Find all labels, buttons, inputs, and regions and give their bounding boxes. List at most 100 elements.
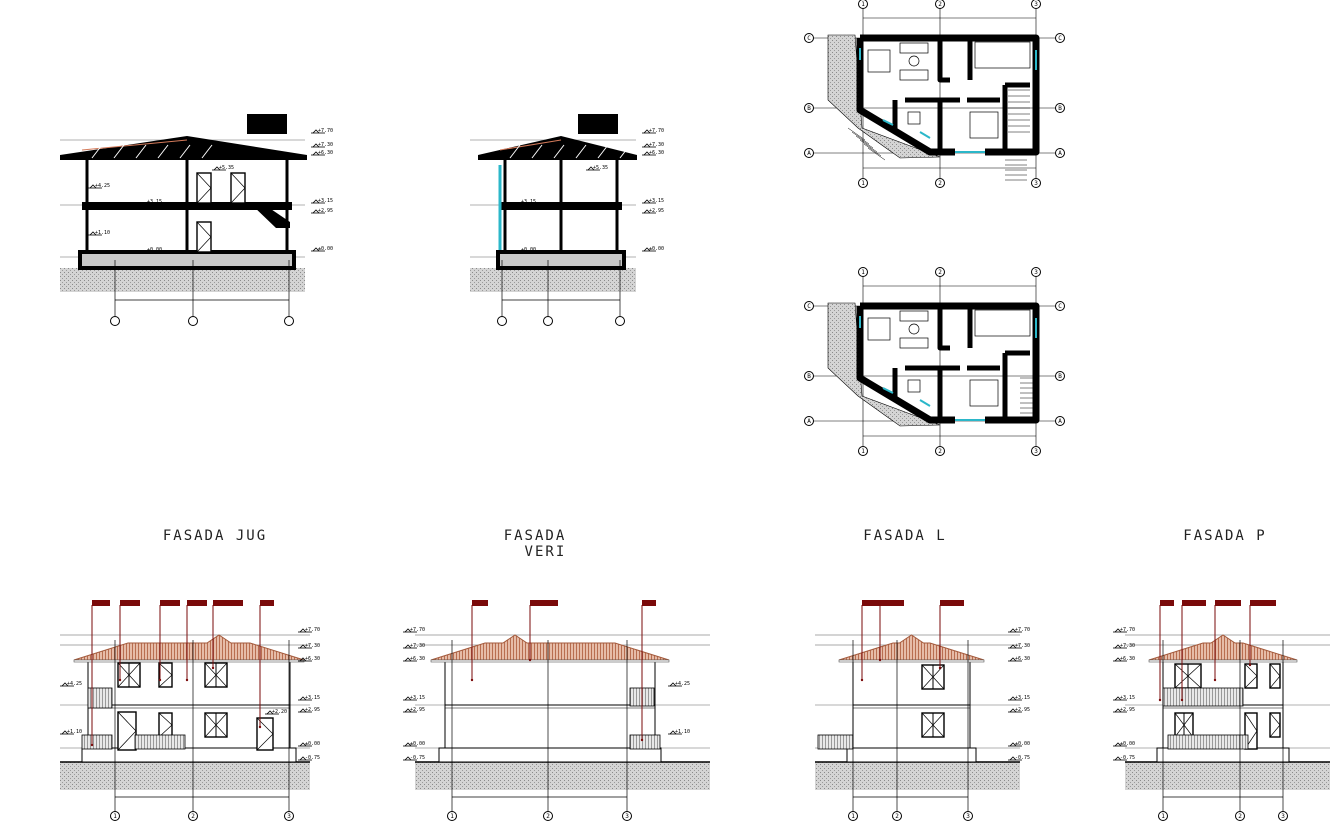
material-note-tag	[160, 600, 180, 606]
interior-wall	[892, 38, 1030, 152]
level-arrow-icon	[312, 143, 320, 148]
grid-axis-bubble	[1278, 811, 1288, 821]
level-label-ridge: +7.70	[305, 627, 320, 633]
truss-member	[531, 144, 543, 159]
truss-member	[509, 144, 521, 159]
level-label-ground: ±0.00	[147, 247, 162, 253]
level-label-eaves_top: +7.30	[318, 142, 333, 148]
building-wall	[444, 659, 656, 749]
grid-axis-bubble	[1158, 811, 1168, 821]
exterior-wall	[856, 34, 1040, 156]
level-arrow-icon	[643, 151, 651, 156]
level-label-ceiling0: +2.95	[649, 208, 664, 214]
level-arrow-icon	[61, 730, 69, 735]
level-label-floor1: +3.15	[649, 198, 664, 204]
level-arrow-icon	[1114, 696, 1122, 701]
entry-step	[867, 147, 886, 161]
door-opening-icon	[1244, 712, 1258, 750]
dining-table	[867, 317, 891, 341]
window-opening-icon	[1269, 712, 1281, 738]
entry-step	[859, 139, 878, 153]
grid-axis-label: 3	[287, 813, 291, 820]
truss-member	[575, 144, 587, 159]
level-label-ground_floor: ±0.00	[410, 741, 425, 747]
grid-axis-bubble	[1031, 267, 1041, 277]
title-fasada-l: FASADA L	[863, 528, 947, 544]
double-bed	[969, 111, 999, 139]
grid-axis-label: 1	[861, 269, 865, 276]
roof-outline	[499, 139, 562, 151]
level-arrow-icon	[299, 696, 307, 701]
material-note-tag	[213, 600, 243, 606]
grid-axis-bubble	[1055, 301, 1065, 311]
level-label-eaves_top: +7.30	[1120, 643, 1135, 649]
window-glass	[882, 387, 894, 394]
level-label-floor1: +3.15	[410, 695, 425, 701]
grid-axis-bubble	[935, 446, 945, 456]
terrace-railing	[87, 687, 113, 709]
level-label-eaves: +6.30	[410, 656, 425, 662]
level-arrow-icon	[1009, 756, 1017, 761]
roof-tiles	[838, 634, 985, 661]
level-arrow-icon	[1114, 742, 1122, 747]
ground-hatch	[470, 268, 636, 292]
level-label-ridge: +7.70	[318, 128, 333, 134]
level-arrow-icon	[404, 756, 412, 761]
level-arrow-icon	[1009, 628, 1017, 633]
level-arrow-icon	[1009, 644, 1017, 649]
window	[158, 662, 173, 688]
level-arrow-icon	[1114, 657, 1122, 662]
roof-structure	[60, 136, 307, 160]
grid-axis-bubble	[804, 371, 814, 381]
level-arrow-icon	[643, 209, 651, 214]
grid-axis-bubble	[804, 33, 814, 43]
grid-axis-label: B	[807, 105, 811, 112]
window-opening-icon	[204, 662, 228, 688]
window-opening-icon	[921, 712, 945, 738]
grid-axis-label: 3	[1034, 1, 1038, 8]
level-arrow-icon	[312, 151, 320, 156]
window-opening-icon	[1174, 712, 1194, 738]
entry-step	[855, 135, 874, 149]
level-label-ground_floor: ±0.00	[1120, 741, 1135, 747]
material-note-tag	[120, 600, 140, 606]
grid-axis-label: 1	[450, 813, 454, 820]
truss-member	[157, 144, 169, 159]
plinth	[846, 747, 977, 763]
grid-axis-bubble	[892, 811, 902, 821]
plinth	[438, 747, 662, 763]
level-arrow-icon	[404, 708, 412, 713]
grid-axis-bubble	[1031, 178, 1041, 188]
foundation-slab	[78, 250, 296, 270]
roof-eave	[1148, 659, 1298, 663]
level-arrow-icon	[299, 708, 307, 713]
terrace-railing	[81, 734, 113, 750]
level-label-terrace_lower: +1.10	[675, 729, 690, 735]
grid-axis-bubble	[804, 148, 814, 158]
grid-axis-bubble	[284, 811, 294, 821]
door-opening-icon	[230, 172, 246, 204]
ground-hatch	[415, 762, 710, 790]
level-arrow-icon	[643, 129, 651, 134]
grid-axis-bubble	[804, 301, 814, 311]
grid-axis-label: 1	[861, 180, 865, 187]
level-arrow-icon	[1114, 628, 1122, 633]
window-glass	[919, 399, 931, 407]
plinth	[81, 747, 297, 763]
window	[1269, 712, 1281, 738]
leader-dot	[938, 666, 942, 670]
interior-wall	[892, 306, 1030, 420]
level-label-ceiling0: +2.95	[410, 707, 425, 713]
entry-step	[851, 131, 870, 145]
leader-dot	[118, 678, 122, 682]
grid-axis-bubble	[1235, 811, 1245, 821]
level-label-ceiling0: +2.95	[318, 208, 333, 214]
plinth	[1156, 747, 1290, 763]
truss-member	[135, 144, 147, 159]
grid-axis-bubble	[1055, 103, 1065, 113]
grid-axis-bubble	[1055, 148, 1065, 158]
terrace-railing	[1167, 734, 1249, 750]
grid-axis-label: 1	[861, 448, 865, 455]
leader-dot	[185, 678, 189, 682]
roof-tiles	[1148, 634, 1298, 661]
